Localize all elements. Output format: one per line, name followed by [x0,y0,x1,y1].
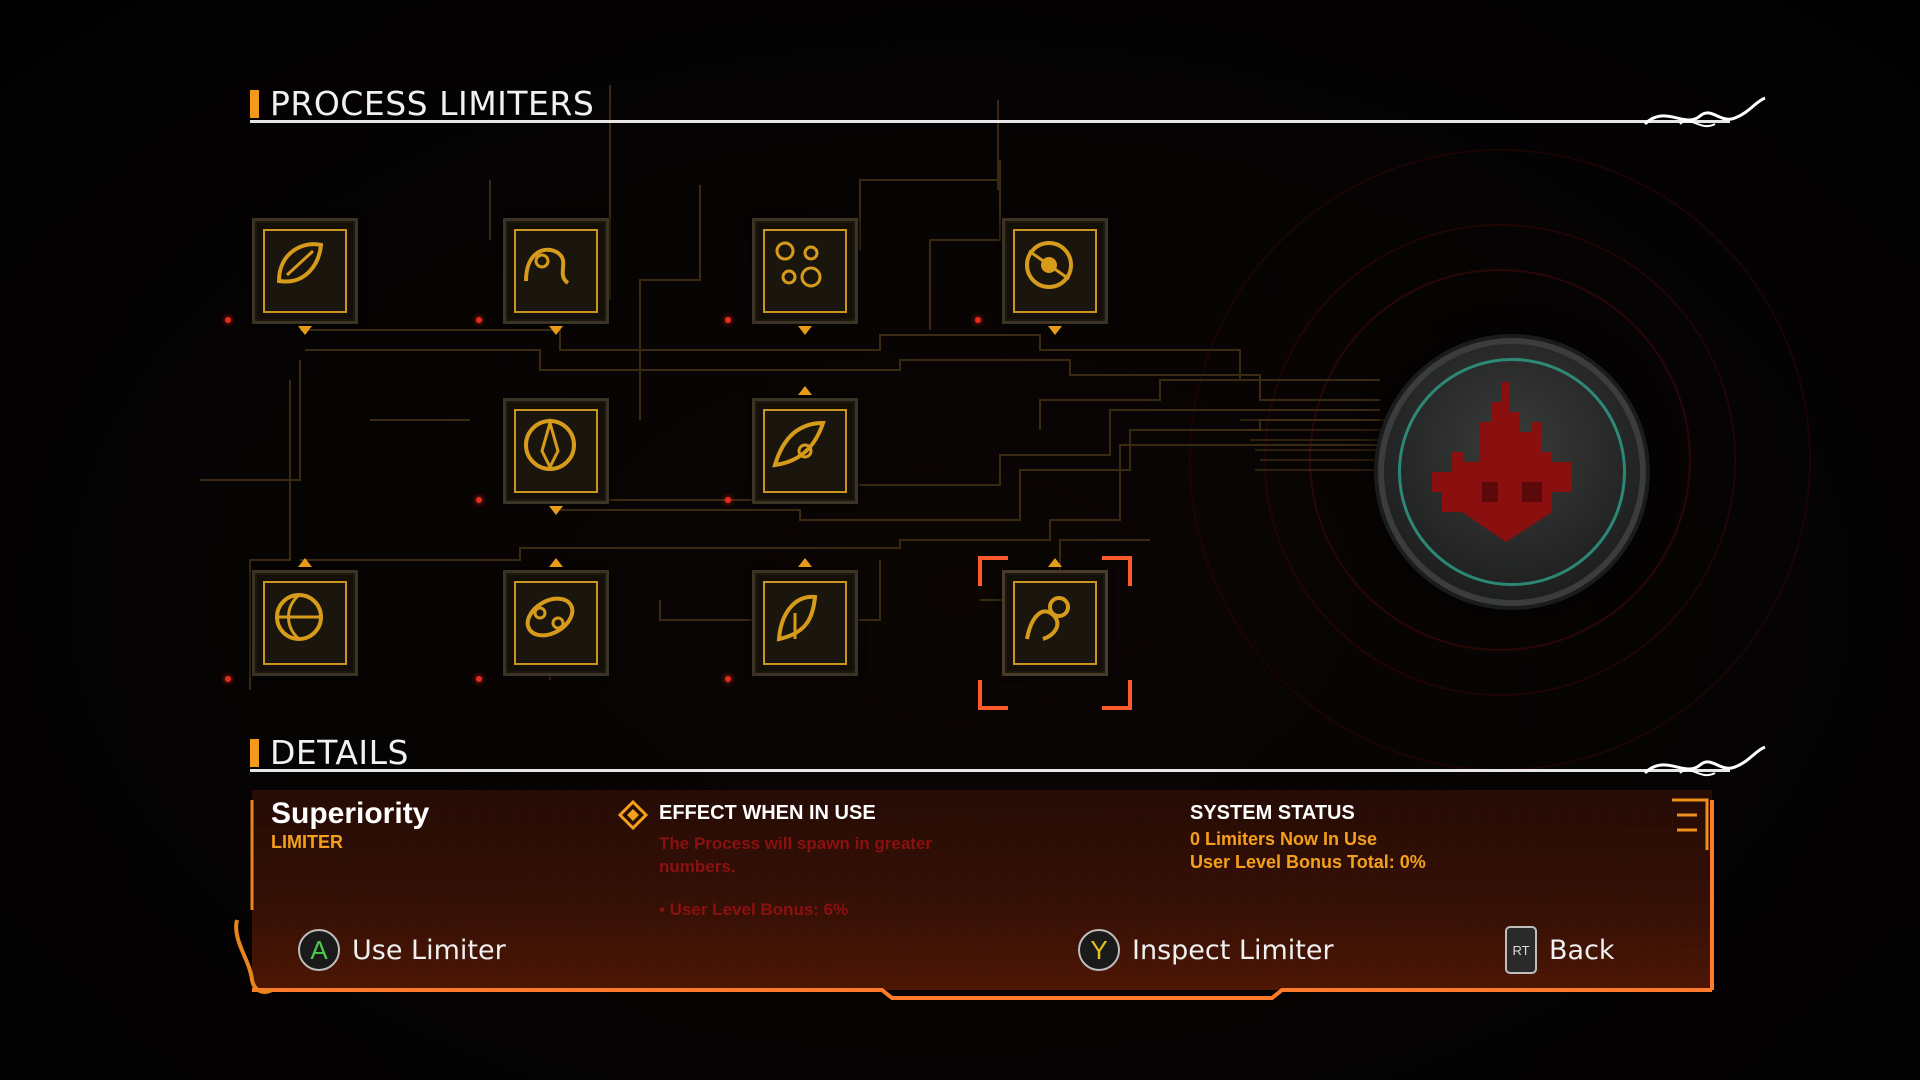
back-label: Back [1549,934,1615,966]
level-bonus-total: User Level Bonus Total: 0% [1190,852,1426,872]
process-limiters-header: PROCESS LIMITERS [250,82,1770,127]
header-accent-bar [250,739,259,767]
status-indicator-dot [725,317,731,323]
a-button-icon: A [298,929,340,971]
cluster-glyph-icon [775,241,822,288]
rt-trigger-icon: RT [1505,926,1537,974]
details-panel [234,790,1714,1000]
header-accent-bar [250,90,259,118]
filigree-ornament-icon [1643,96,1766,127]
effect-bonus: • User Level Bonus: 6% [659,900,849,919]
figure-glyph-icon [776,594,818,642]
status-indicator-dot [225,676,231,682]
page-title: PROCESS LIMITERS [270,84,595,123]
connector-pin [549,506,563,515]
figure-orb-glyph-icon [1025,596,1070,641]
connector-pin [298,558,312,567]
orbit-glyph-icon [1025,241,1073,289]
wing-glyph-icon [772,420,826,468]
status-indicator-dot [476,317,482,323]
details-header: DETAILS [250,731,1770,776]
status-indicator-dot [476,676,482,682]
loop-glyph-icon [525,596,575,638]
connector-pin [798,386,812,395]
inspect-limiter-button[interactable]: Y Inspect Limiter [1078,927,1334,973]
connector-pin [298,326,312,335]
city-silhouette-icon [1432,382,1572,542]
filigree-ornament-icon [1643,745,1766,776]
details-title: DETAILS [270,733,409,772]
status-indicator-dot [225,317,231,323]
connector-pin [1048,558,1062,567]
limiter-slot-6[interactable] [752,398,858,504]
shield-glyph-icon [524,417,576,471]
limiter-slot-7[interactable] [252,570,358,676]
limiter-slot-10-selected[interactable] [1002,570,1108,676]
limiter-slot-3[interactable] [752,218,858,324]
system-status-title: SYSTEM STATUS [1190,802,1355,824]
connector-pin [798,326,812,335]
limiter-slot-9[interactable] [752,570,858,676]
limiter-slot-5[interactable] [503,398,609,504]
effect-title: EFFECT WHEN IN USE [659,802,876,824]
use-limiter-button[interactable]: A Use Limiter [298,927,506,973]
header-rule [250,769,1730,772]
connector-pin [798,558,812,567]
limiter-slot-4[interactable] [1002,218,1108,324]
limiter-slot-1[interactable] [252,218,358,324]
effect-description: The Process will spawn in greater number… [659,834,933,876]
sphere-glyph-icon [275,593,323,641]
inspect-limiter-label: Inspect Limiter [1132,934,1334,966]
status-indicator-dot [476,497,482,503]
limiter-slot-8[interactable] [503,570,609,676]
connector-pin [549,326,563,335]
process-core-emblem [1378,338,1646,606]
y-button-icon: Y [1078,929,1120,971]
header-rule [250,120,1730,123]
limiter-name: Superiority [271,797,430,830]
connector-pin [1048,326,1062,335]
limiter-slot-2[interactable] [503,218,609,324]
status-indicator-dot [725,497,731,503]
status-indicator-dot [725,676,731,682]
serpent-glyph-icon [524,247,570,285]
back-button[interactable]: RT Back [1505,926,1615,974]
status-indicator-dot [975,317,981,323]
limiters-in-use: 0 Limiters Now In Use [1190,829,1378,849]
diamond-icon [618,800,648,830]
use-limiter-label: Use Limiter [352,934,506,966]
limiter-type: LIMITER [271,832,343,852]
leaf-glyph-icon [276,242,324,284]
connector-pin [549,558,563,567]
